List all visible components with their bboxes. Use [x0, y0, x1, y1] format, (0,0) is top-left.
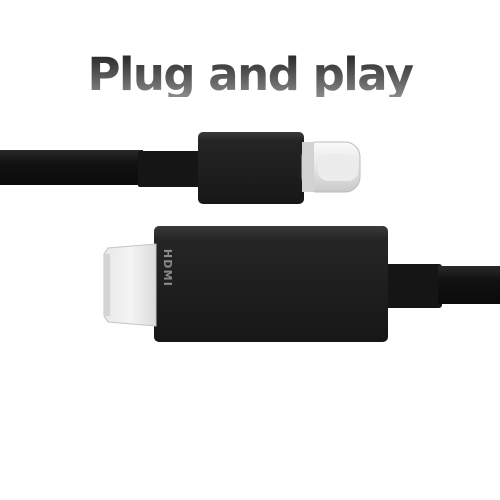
usb-c-connector-icon: [301, 141, 361, 193]
usb-c-cable: [0, 132, 361, 204]
usb-c-connector-body: [198, 132, 304, 204]
headline: Plug and play: [0, 52, 500, 97]
usb-c-cable-wire: [0, 150, 143, 185]
hdmi-connector-body: [154, 226, 388, 342]
hdmi-logo: HDMI: [161, 248, 174, 288]
hdmi-connector-icon: [103, 243, 157, 327]
usb-c-strain-relief: [138, 151, 202, 187]
hdmi-cable: [103, 226, 500, 342]
hdmi-cable-wire: [438, 266, 500, 304]
hdmi-strain-relief: [380, 264, 442, 308]
